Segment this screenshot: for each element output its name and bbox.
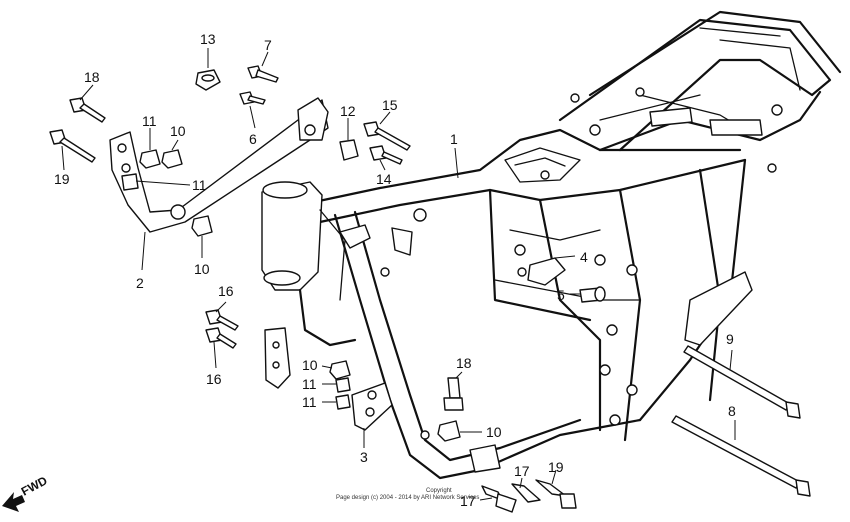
fwd-label: FWD bbox=[19, 473, 50, 498]
part-label-2: 2 bbox=[136, 275, 144, 291]
leader-lines bbox=[61, 48, 736, 501]
part-label-6: 6 bbox=[249, 131, 257, 147]
part-label-8: 8 bbox=[728, 403, 736, 419]
fwd-indicator: FWD bbox=[2, 473, 50, 512]
part-label-12: 12 bbox=[340, 103, 356, 119]
part-label-10-mid: 10 bbox=[302, 357, 318, 373]
main-frame-body bbox=[261, 10, 842, 480]
part-label-16-top: 16 bbox=[218, 283, 234, 299]
part-label-1: 1 bbox=[450, 131, 458, 147]
part-label-3: 3 bbox=[360, 449, 368, 465]
copyright-notice: Copyright Page design (c) 2004 - 2014 by… bbox=[336, 488, 479, 501]
part-label-16-bottom: 16 bbox=[206, 371, 222, 387]
part-label-10-left: 10 bbox=[194, 261, 210, 277]
part-label-7: 7 bbox=[264, 37, 272, 53]
part-label-14: 14 bbox=[376, 171, 392, 187]
part-label-19-bottom: 19 bbox=[548, 459, 564, 475]
part-label-9: 9 bbox=[726, 331, 734, 347]
part-label-17-a: 17 bbox=[514, 463, 530, 479]
part-label-13: 13 bbox=[200, 31, 216, 47]
part-label-18-mid: 18 bbox=[456, 355, 472, 371]
part-label-10-lower: 10 bbox=[486, 424, 502, 440]
part-label-11-mid-a: 11 bbox=[302, 376, 317, 392]
part-label-11-mid-b: 11 bbox=[302, 394, 317, 410]
part-label-17-b: 17 bbox=[460, 493, 476, 509]
part-label-11-top: 11 bbox=[142, 113, 157, 129]
copyright-line-2: Page design (c) 2004 - 2014 by ARI Netwo… bbox=[336, 495, 479, 501]
copyright-line-1: Copyright bbox=[426, 488, 452, 494]
side-bracket bbox=[264, 327, 291, 389]
pin-part-5 bbox=[579, 286, 606, 303]
part-label-4: 4 bbox=[580, 249, 588, 265]
engine-hanger-part-2 bbox=[109, 97, 329, 233]
hardware bbox=[49, 65, 811, 513]
part-number-labels: 13 7 6 18 11 10 11 19 12 15 14 1 2 10 4 … bbox=[54, 31, 736, 509]
part-label-18-top: 18 bbox=[84, 69, 100, 85]
bracket-part-3 bbox=[351, 382, 393, 431]
part-label-15: 15 bbox=[382, 97, 398, 113]
part-label-19-top: 19 bbox=[54, 171, 70, 187]
part-label-5: 5 bbox=[557, 287, 565, 303]
part-label-11-side: 11 bbox=[192, 177, 207, 193]
fwd-arrow-icon bbox=[2, 492, 25, 512]
part-label-10-top: 10 bbox=[170, 123, 186, 139]
